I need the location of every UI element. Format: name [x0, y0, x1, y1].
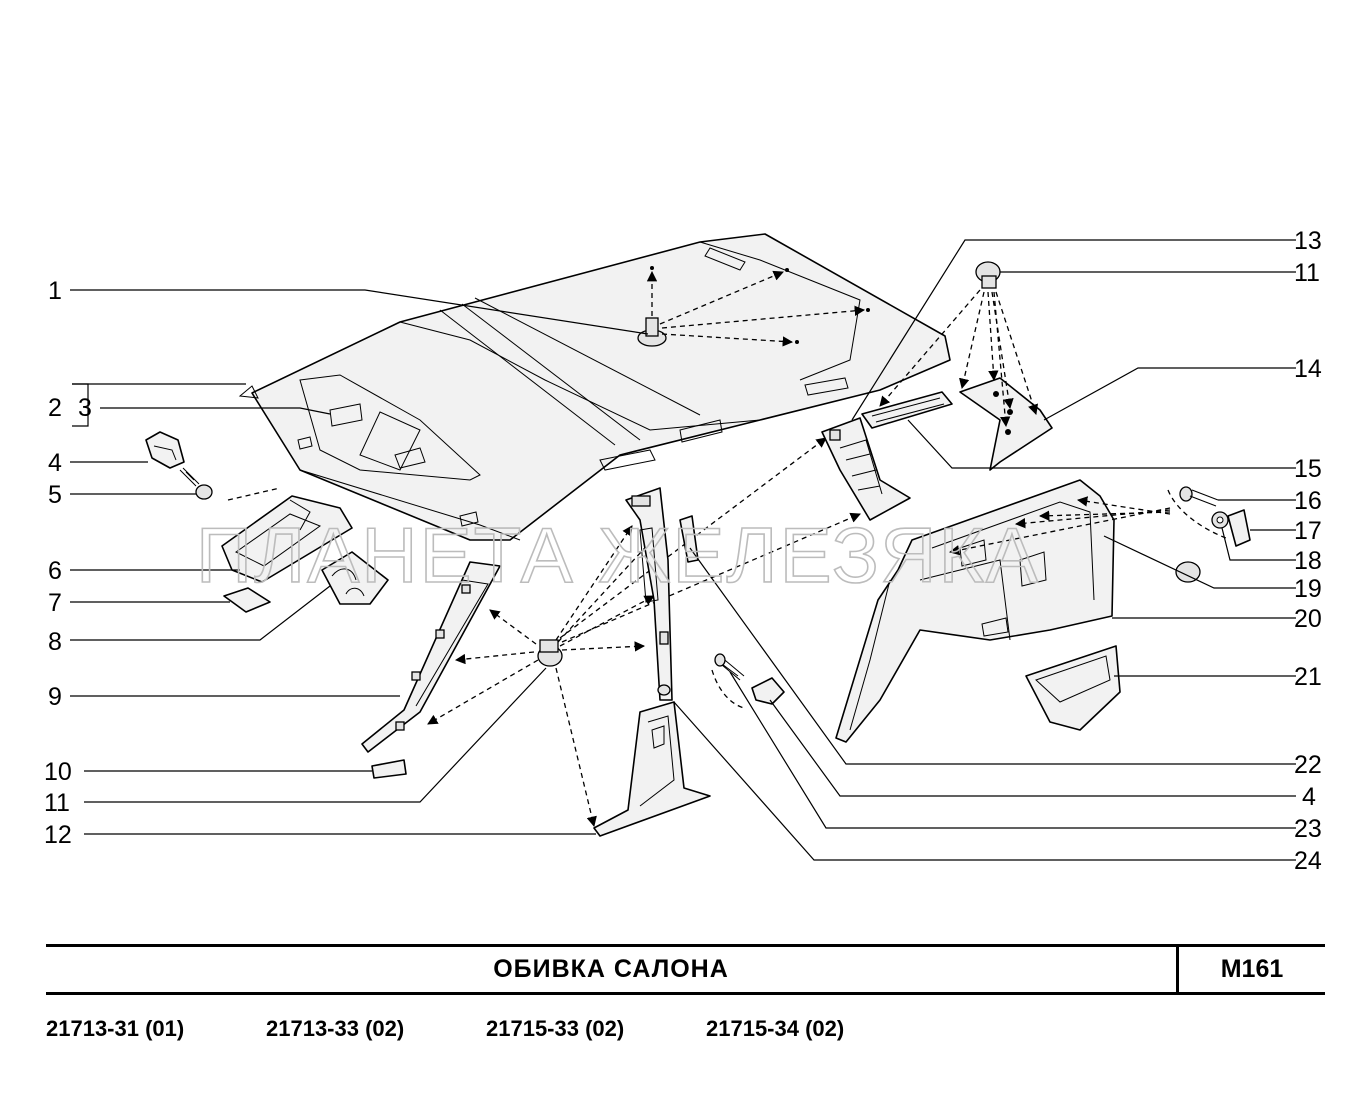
plug-part — [1175, 561, 1201, 583]
c-pillar-trim-part — [821, 417, 911, 521]
sun-visor-holder-part-lower — [751, 677, 785, 705]
callout-24: 24 — [1294, 847, 1322, 875]
callout-9: 9 — [48, 683, 62, 711]
model-list: 21713-31 (01) 21713-33 (02) 21715-33 (02… — [46, 1016, 946, 1048]
a-pillar-trim-part — [361, 561, 501, 753]
callout-7: 7 — [48, 589, 62, 617]
callout-19: 19 — [1294, 575, 1322, 603]
callout-3: 3 — [78, 394, 92, 422]
callout-4-right: 4 — [1302, 783, 1316, 811]
clip-part-left — [537, 639, 563, 667]
luggage-side-trim-part — [835, 479, 1115, 743]
callout-8: 8 — [48, 628, 62, 656]
model-code-1: 21713-31 (01) — [46, 1016, 185, 1041]
callout-18: 18 — [1294, 547, 1322, 575]
callout-14: 14 — [1294, 355, 1322, 383]
b-pillar-lower-trim-part — [593, 701, 711, 837]
clip-part-right — [975, 261, 1001, 289]
callout-10: 10 — [44, 758, 72, 786]
callout-16: 16 — [1294, 487, 1322, 515]
callout-2: 2 — [48, 394, 62, 422]
washer-part — [1211, 511, 1229, 529]
headliner-clip-arrows — [646, 270, 866, 347]
clip-arrows-right — [879, 289, 1039, 428]
callouts-left: 1 2 3 4 5 6 7 8 9 10 11 12 — [44, 277, 92, 849]
callout-12: 12 — [44, 821, 72, 849]
nut-clip-part — [1227, 509, 1251, 547]
parts-diagram: 1 2 3 4 5 6 7 8 9 10 11 12 13 11 14 15 1… — [44, 227, 1322, 875]
callout-1: 1 — [48, 277, 62, 305]
callout-11-right: 11 — [1294, 259, 1320, 287]
callout-20: 20 — [1294, 605, 1322, 633]
trim-strip-part — [861, 391, 953, 429]
sun-visor-holder-part — [145, 431, 185, 469]
leader-lines — [70, 239, 1296, 861]
callout-17: 17 — [1294, 517, 1322, 545]
callout-15: 15 — [1294, 455, 1322, 483]
luggage-box-part — [1025, 645, 1121, 731]
callout-23: 23 — [1294, 815, 1322, 843]
quarter-upper-trim-part — [959, 377, 1053, 471]
headliner-part — [238, 233, 951, 541]
trim-pad-part — [371, 759, 407, 779]
ceiling-light-lens-part — [223, 587, 271, 613]
callout-11-left: 11 — [44, 789, 70, 817]
screw-part-lower — [714, 653, 745, 681]
diagram-code: M161 — [1220, 955, 1284, 983]
callout-5: 5 — [48, 481, 62, 509]
callout-4: 4 — [48, 449, 62, 477]
callout-13: 13 — [1294, 227, 1322, 255]
title-divider — [1176, 947, 1179, 992]
callout-6: 6 — [48, 557, 62, 585]
model-code-3: 21715-33 (02) — [486, 1016, 625, 1041]
diagram-title: ОБИВКА САЛОНА — [493, 955, 729, 983]
callout-22: 22 — [1294, 751, 1322, 779]
watermark: ПЛАНЕТА ЖЕЛЕЗЯКА — [196, 511, 1040, 599]
callout-21: 21 — [1294, 663, 1322, 691]
luggage-fastener-arrows — [711, 489, 1227, 709]
model-code-2: 21713-33 (02) — [266, 1016, 405, 1041]
model-code-4: 21715-34 (02) — [706, 1016, 845, 1041]
callouts-right: 13 11 14 15 16 17 18 19 20 21 22 4 23 24 — [1294, 227, 1322, 875]
b-pillar-upper-trim-part — [625, 487, 673, 701]
title-block: ОБИВКА САЛОНА M161 — [46, 944, 1325, 995]
screw-part — [179, 467, 213, 500]
ceiling-light-cover-part — [321, 551, 389, 605]
screw-part-right — [1179, 486, 1219, 507]
